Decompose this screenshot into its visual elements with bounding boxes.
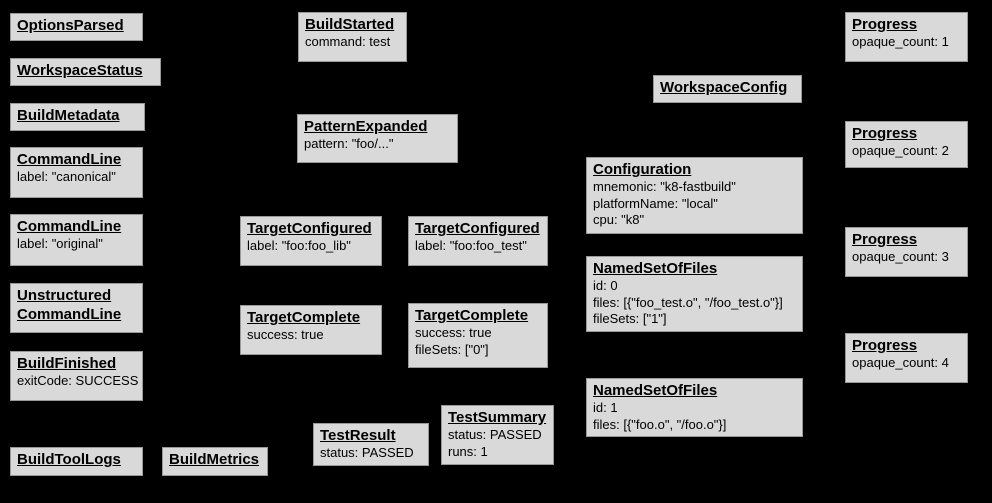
node-field: label: "foo:foo_lib" (247, 238, 351, 253)
node-title: Progress (852, 231, 918, 248)
node-title: NamedSetOfFiles (593, 382, 718, 399)
node-field: id: 1 (593, 400, 618, 415)
node-title: BuildToolLogs (17, 451, 121, 468)
node-command-line-canonical: CommandLine label: "canonical" (10, 147, 143, 198)
node-title: BuildMetrics (169, 451, 260, 468)
node-title: OptionsParsed (17, 17, 124, 34)
node-field: files: [{"foo.o", "/foo.o"}] (593, 416, 727, 432)
node-field: opaque_count: 4 (852, 355, 949, 370)
node-title: WorkspaceStatus (17, 62, 143, 79)
node-title: Unstructured CommandLine (17, 287, 122, 323)
node-field: success: true (247, 327, 324, 342)
node-title: TestResult (320, 427, 396, 444)
node-title: TargetConfigured (247, 220, 372, 237)
node-build-tool-logs: BuildToolLogs (10, 447, 143, 476)
node-field: opaque_count: 3 (852, 249, 949, 264)
node-field: fileSets: ["0"] (415, 341, 489, 357)
node-field: fileSets: ["1"] (593, 311, 667, 326)
node-field: label: "canonical" (17, 169, 116, 184)
node-field: cpu: "k8" (593, 212, 645, 227)
node-field: opaque_count: 1 (852, 34, 949, 49)
node-build-metadata: BuildMetadata (10, 103, 145, 131)
node-options-parsed: OptionsParsed (10, 13, 143, 41)
node-test-result: TestResult status: PASSED (313, 423, 429, 466)
node-title: Configuration (593, 161, 692, 178)
node-title: WorkspaceConfig (660, 79, 788, 96)
node-field: pattern: "foo/..." (304, 136, 394, 151)
node-workspace-config: WorkspaceConfig (653, 75, 802, 103)
node-command-line-original: CommandLine label: "original" (10, 214, 143, 266)
node-progress-2: Progress opaque_count: 2 (845, 121, 968, 168)
node-field: label: "original" (17, 236, 103, 251)
node-field: files: [{"foo_test.o", "/foo_test.o"}] (593, 294, 783, 310)
node-field: id: 0 (593, 278, 618, 293)
node-target-complete-foo-lib: TargetComplete success: true (240, 305, 382, 355)
node-target-configured-foo-test: TargetConfigured label: "foo:foo_test" (408, 216, 548, 266)
node-title: BuildMetadata (17, 107, 120, 124)
node-progress-1: Progress opaque_count: 1 (845, 12, 968, 62)
node-title: TestSummary (448, 409, 547, 426)
node-named-set-of-files-1: NamedSetOfFiles id: 1 files: [{"foo.o", … (586, 378, 803, 437)
node-field: opaque_count: 2 (852, 143, 949, 158)
node-named-set-of-files-0: NamedSetOfFiles id: 0 files: [{"foo_test… (586, 256, 803, 332)
node-title: BuildFinished (17, 355, 117, 372)
node-field: command: test (305, 34, 391, 49)
node-title: Progress (852, 16, 918, 33)
node-build-metrics: BuildMetrics (162, 447, 268, 476)
node-title: Progress (852, 337, 918, 354)
node-progress-3: Progress opaque_count: 3 (845, 227, 968, 277)
node-title: PatternExpanded (304, 118, 428, 135)
node-test-summary: TestSummary status: PASSED runs: 1 (441, 405, 554, 465)
node-title: TargetComplete (247, 309, 361, 326)
node-progress-4: Progress opaque_count: 4 (845, 333, 968, 383)
node-title: CommandLine (17, 151, 122, 168)
node-title: NamedSetOfFiles (593, 260, 718, 277)
node-pattern-expanded: PatternExpanded pattern: "foo/..." (297, 114, 458, 163)
node-target-configured-foo-lib: TargetConfigured label: "foo:foo_lib" (240, 216, 382, 266)
node-field: status: PASSED (448, 427, 542, 442)
node-field: label: "foo:foo_test" (415, 238, 527, 253)
node-configuration: Configuration mnemonic: "k8-fastbuild" p… (586, 157, 803, 234)
node-title: Progress (852, 125, 918, 142)
node-field: runs: 1 (448, 443, 488, 459)
node-unstructured-command-line: Unstructured CommandLine (10, 283, 143, 333)
node-field: platformName: "local" (593, 195, 718, 211)
node-title: CommandLine (17, 218, 122, 235)
node-title: TargetComplete (415, 307, 529, 324)
node-workspace-status: WorkspaceStatus (10, 58, 161, 86)
node-build-started: BuildStarted command: test (298, 12, 407, 62)
node-field: success: true (415, 325, 492, 340)
node-target-complete-foo-test: TargetComplete success: true fileSets: [… (408, 303, 548, 368)
node-field: mnemonic: "k8-fastbuild" (593, 179, 736, 194)
node-field: exitCode: SUCCESS (17, 373, 139, 388)
node-title: BuildStarted (305, 16, 395, 33)
node-field: status: PASSED (320, 445, 414, 460)
node-title: TargetConfigured (415, 220, 540, 237)
node-build-finished: BuildFinished exitCode: SUCCESS (10, 351, 143, 401)
